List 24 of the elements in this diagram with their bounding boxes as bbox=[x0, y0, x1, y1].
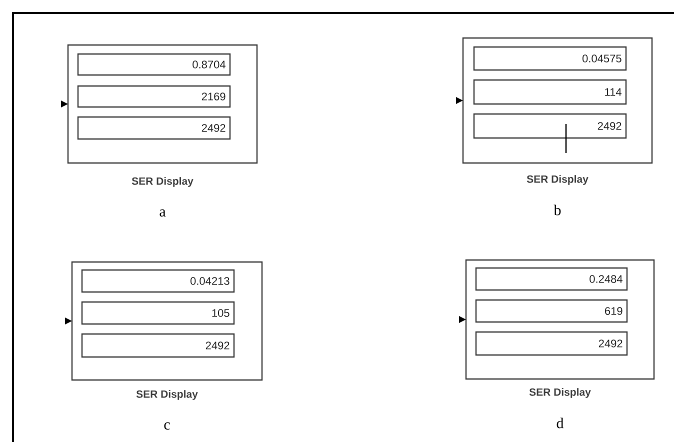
panel-letter: a bbox=[160, 209, 166, 217]
value-field: 2169 bbox=[77, 85, 231, 108]
value-field: 0.2484 bbox=[475, 267, 628, 291]
panel-letter: c bbox=[164, 422, 170, 430]
block-caption: SER Display bbox=[136, 390, 198, 400]
panel-letter: b bbox=[554, 204, 561, 216]
value-field: 2492 bbox=[473, 113, 627, 139]
value-field: 2492 bbox=[77, 116, 231, 140]
block-caption: SER Display bbox=[529, 388, 591, 398]
block-caption: SER Display bbox=[132, 177, 194, 187]
value-field: 2492 bbox=[81, 333, 235, 358]
value-field: 0.04213 bbox=[81, 269, 235, 293]
value-field: 114 bbox=[473, 79, 627, 105]
display-block bbox=[462, 37, 653, 164]
display-block bbox=[465, 259, 655, 380]
value-field: 105 bbox=[81, 301, 235, 325]
display-block bbox=[67, 44, 258, 164]
block-caption: SER Display bbox=[526, 175, 588, 185]
value-field: 0.8704 bbox=[77, 53, 231, 76]
value-field: 2492 bbox=[475, 331, 628, 356]
value-field: 0.04575 bbox=[473, 46, 627, 71]
value-field: 619 bbox=[475, 299, 628, 323]
display-block bbox=[71, 261, 263, 381]
panel-letter: d bbox=[556, 418, 564, 428]
